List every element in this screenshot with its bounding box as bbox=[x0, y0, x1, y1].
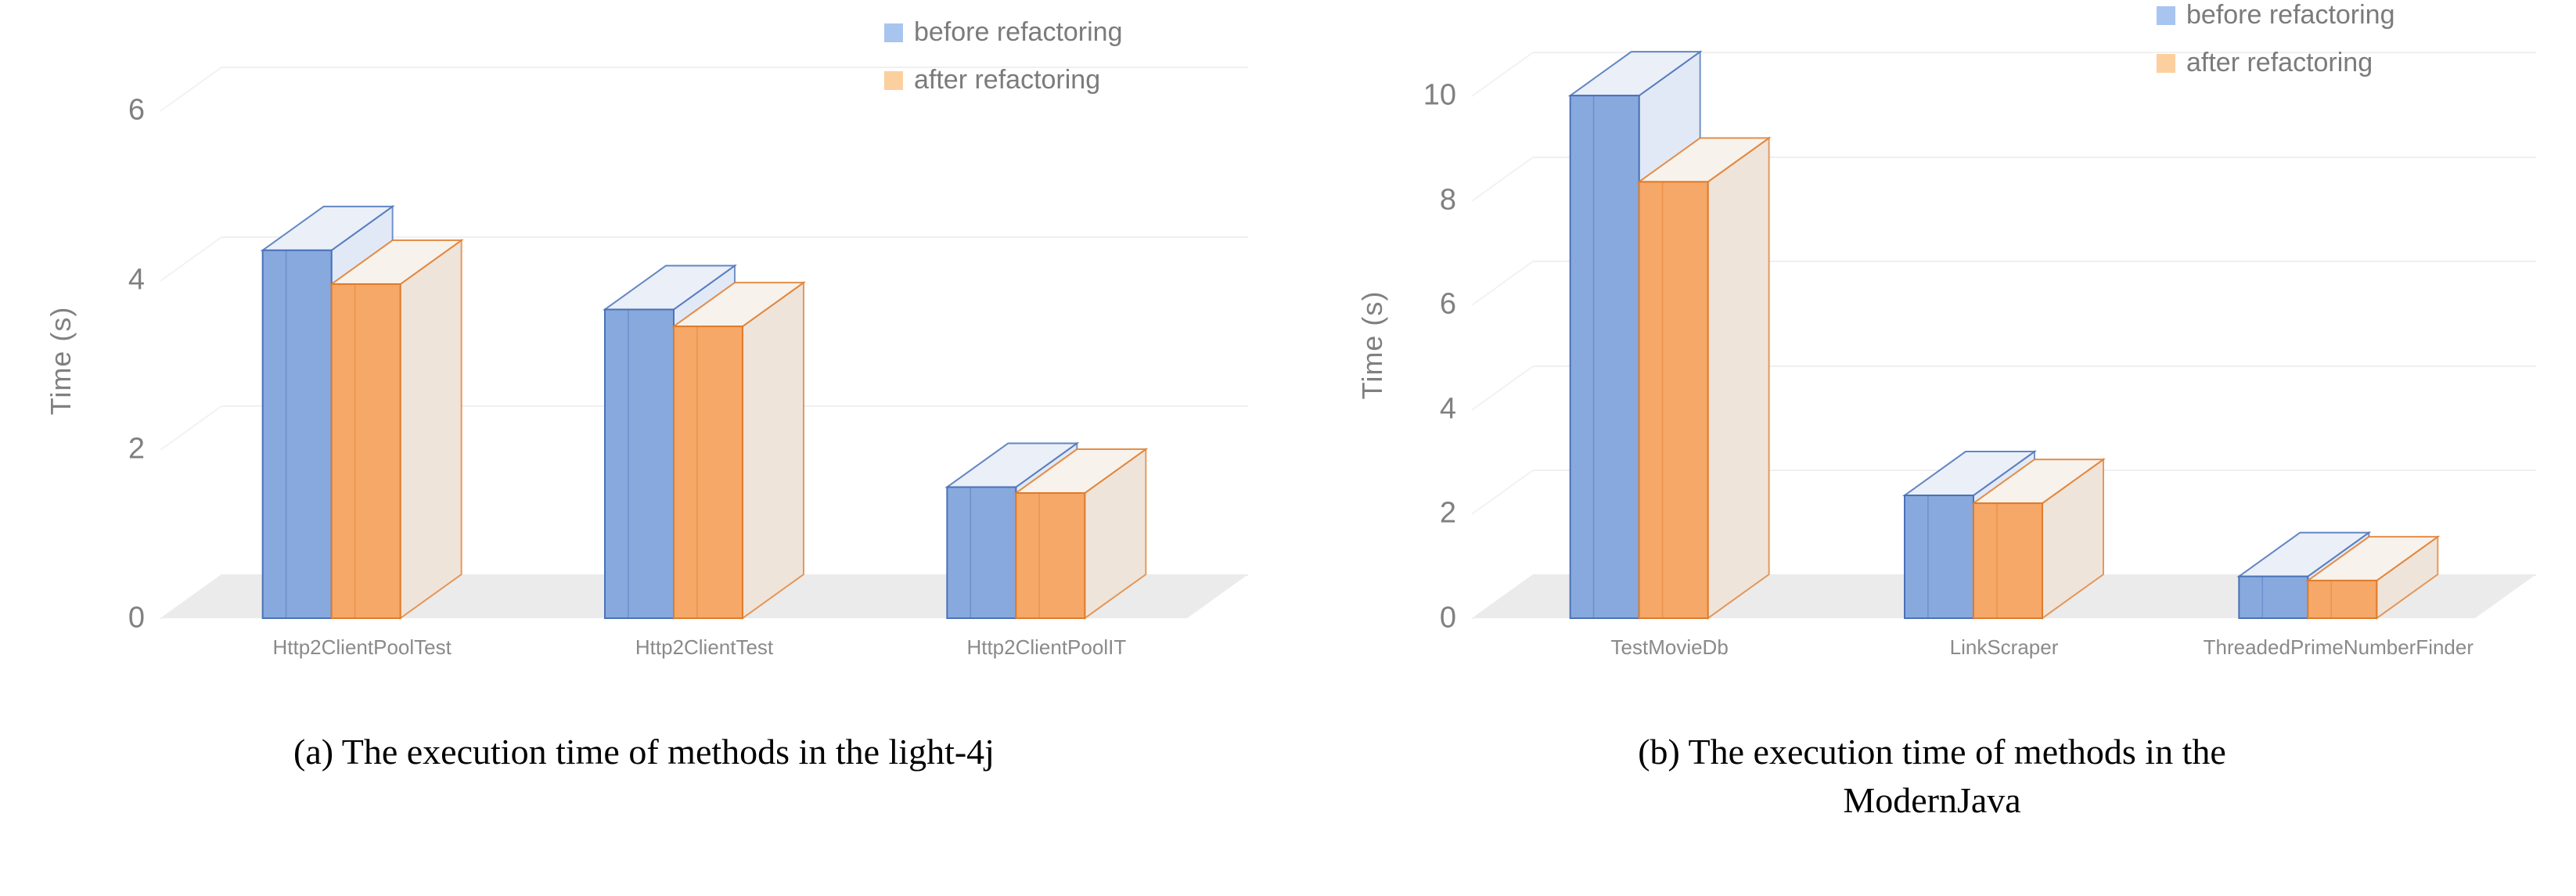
gridline bbox=[221, 67, 1248, 69]
y-axis-tick-label: 2 bbox=[128, 432, 145, 466]
chart-a-legend: before refactoring after refactoring bbox=[884, 17, 1123, 95]
x-axis-tick-label: ThreadedPrimeNumberFinder bbox=[2203, 635, 2474, 659]
gridline bbox=[1533, 52, 2536, 54]
bar-after-refactoring[interactable] bbox=[1636, 136, 1772, 620]
bar-after-refactoring[interactable] bbox=[329, 239, 464, 620]
gridline bbox=[1533, 261, 2536, 263]
y-axis-tick-label: 8 bbox=[1439, 183, 1456, 217]
caption-b: (b) The execution time of methods in the… bbox=[1288, 728, 2576, 825]
gridline bbox=[221, 236, 1248, 238]
y-axis-tick-label: 10 bbox=[1423, 78, 1456, 112]
caption-b-line-1: (b) The execution time of methods in the bbox=[1638, 732, 2226, 772]
y-axis-tick-label: 0 bbox=[1439, 601, 1456, 635]
y-axis-tick-label: 4 bbox=[128, 263, 145, 297]
chart-b-ylabel: Time (s) bbox=[1356, 290, 1388, 400]
bar-after-refactoring[interactable] bbox=[1013, 448, 1149, 620]
legend-label-before: before refactoring bbox=[914, 17, 1123, 47]
bar-after-refactoring[interactable] bbox=[2305, 534, 2441, 620]
caption-a-line-1: (a) The execution time of methods in the… bbox=[293, 732, 995, 772]
x-axis-tick-label: TestMovieDb bbox=[1610, 635, 1729, 659]
bars-layer bbox=[1567, 50, 2441, 620]
bar-after-refactoring[interactable] bbox=[671, 281, 807, 620]
legend-swatch-after bbox=[884, 70, 903, 90]
y-axis-tick-label: 4 bbox=[1439, 392, 1456, 426]
caption-a: (a) The execution time of methods in the… bbox=[0, 728, 1288, 776]
x-axis-tick-label: LinkScraper bbox=[1949, 635, 2059, 659]
x-axis-tick-label: Http2ClientPoolIT bbox=[966, 635, 1127, 659]
x-axis-tick-label: Http2ClientPoolTest bbox=[272, 635, 452, 659]
legend-label-after: after refactoring bbox=[2186, 48, 2373, 77]
x-axis-tick-label: Http2ClientTest bbox=[635, 635, 774, 659]
legend-swatch-after bbox=[2157, 53, 2175, 73]
gridline bbox=[1533, 365, 2536, 367]
legend-label-before: before refactoring bbox=[2186, 0, 2395, 30]
gridline bbox=[1533, 156, 2536, 158]
y-axis-tick-label: 0 bbox=[128, 601, 145, 635]
legend-item-after[interactable]: after refactoring bbox=[2157, 48, 2395, 78]
y-axis-tick-label: 2 bbox=[1439, 496, 1456, 530]
legend-item-before[interactable]: before refactoring bbox=[2157, 0, 2395, 31]
bar-after-refactoring[interactable] bbox=[1970, 458, 2106, 620]
legend-label-after: after refactoring bbox=[914, 65, 1101, 95]
bars-layer bbox=[260, 204, 1149, 620]
legend-swatch-before bbox=[2157, 5, 2175, 25]
legend-item-before[interactable]: before refactoring bbox=[884, 17, 1123, 48]
y-axis-tick-label: 6 bbox=[1439, 287, 1456, 321]
y-axis-tick-label: 6 bbox=[128, 93, 145, 127]
chart-b-legend: before refactoring after refactoring bbox=[2157, 0, 2395, 78]
caption-b-line-2: ModernJava bbox=[1843, 780, 2021, 821]
legend-swatch-before bbox=[884, 23, 903, 42]
chart-a-ylabel: Time (s) bbox=[45, 306, 77, 416]
legend-item-after[interactable]: after refactoring bbox=[884, 65, 1123, 95]
